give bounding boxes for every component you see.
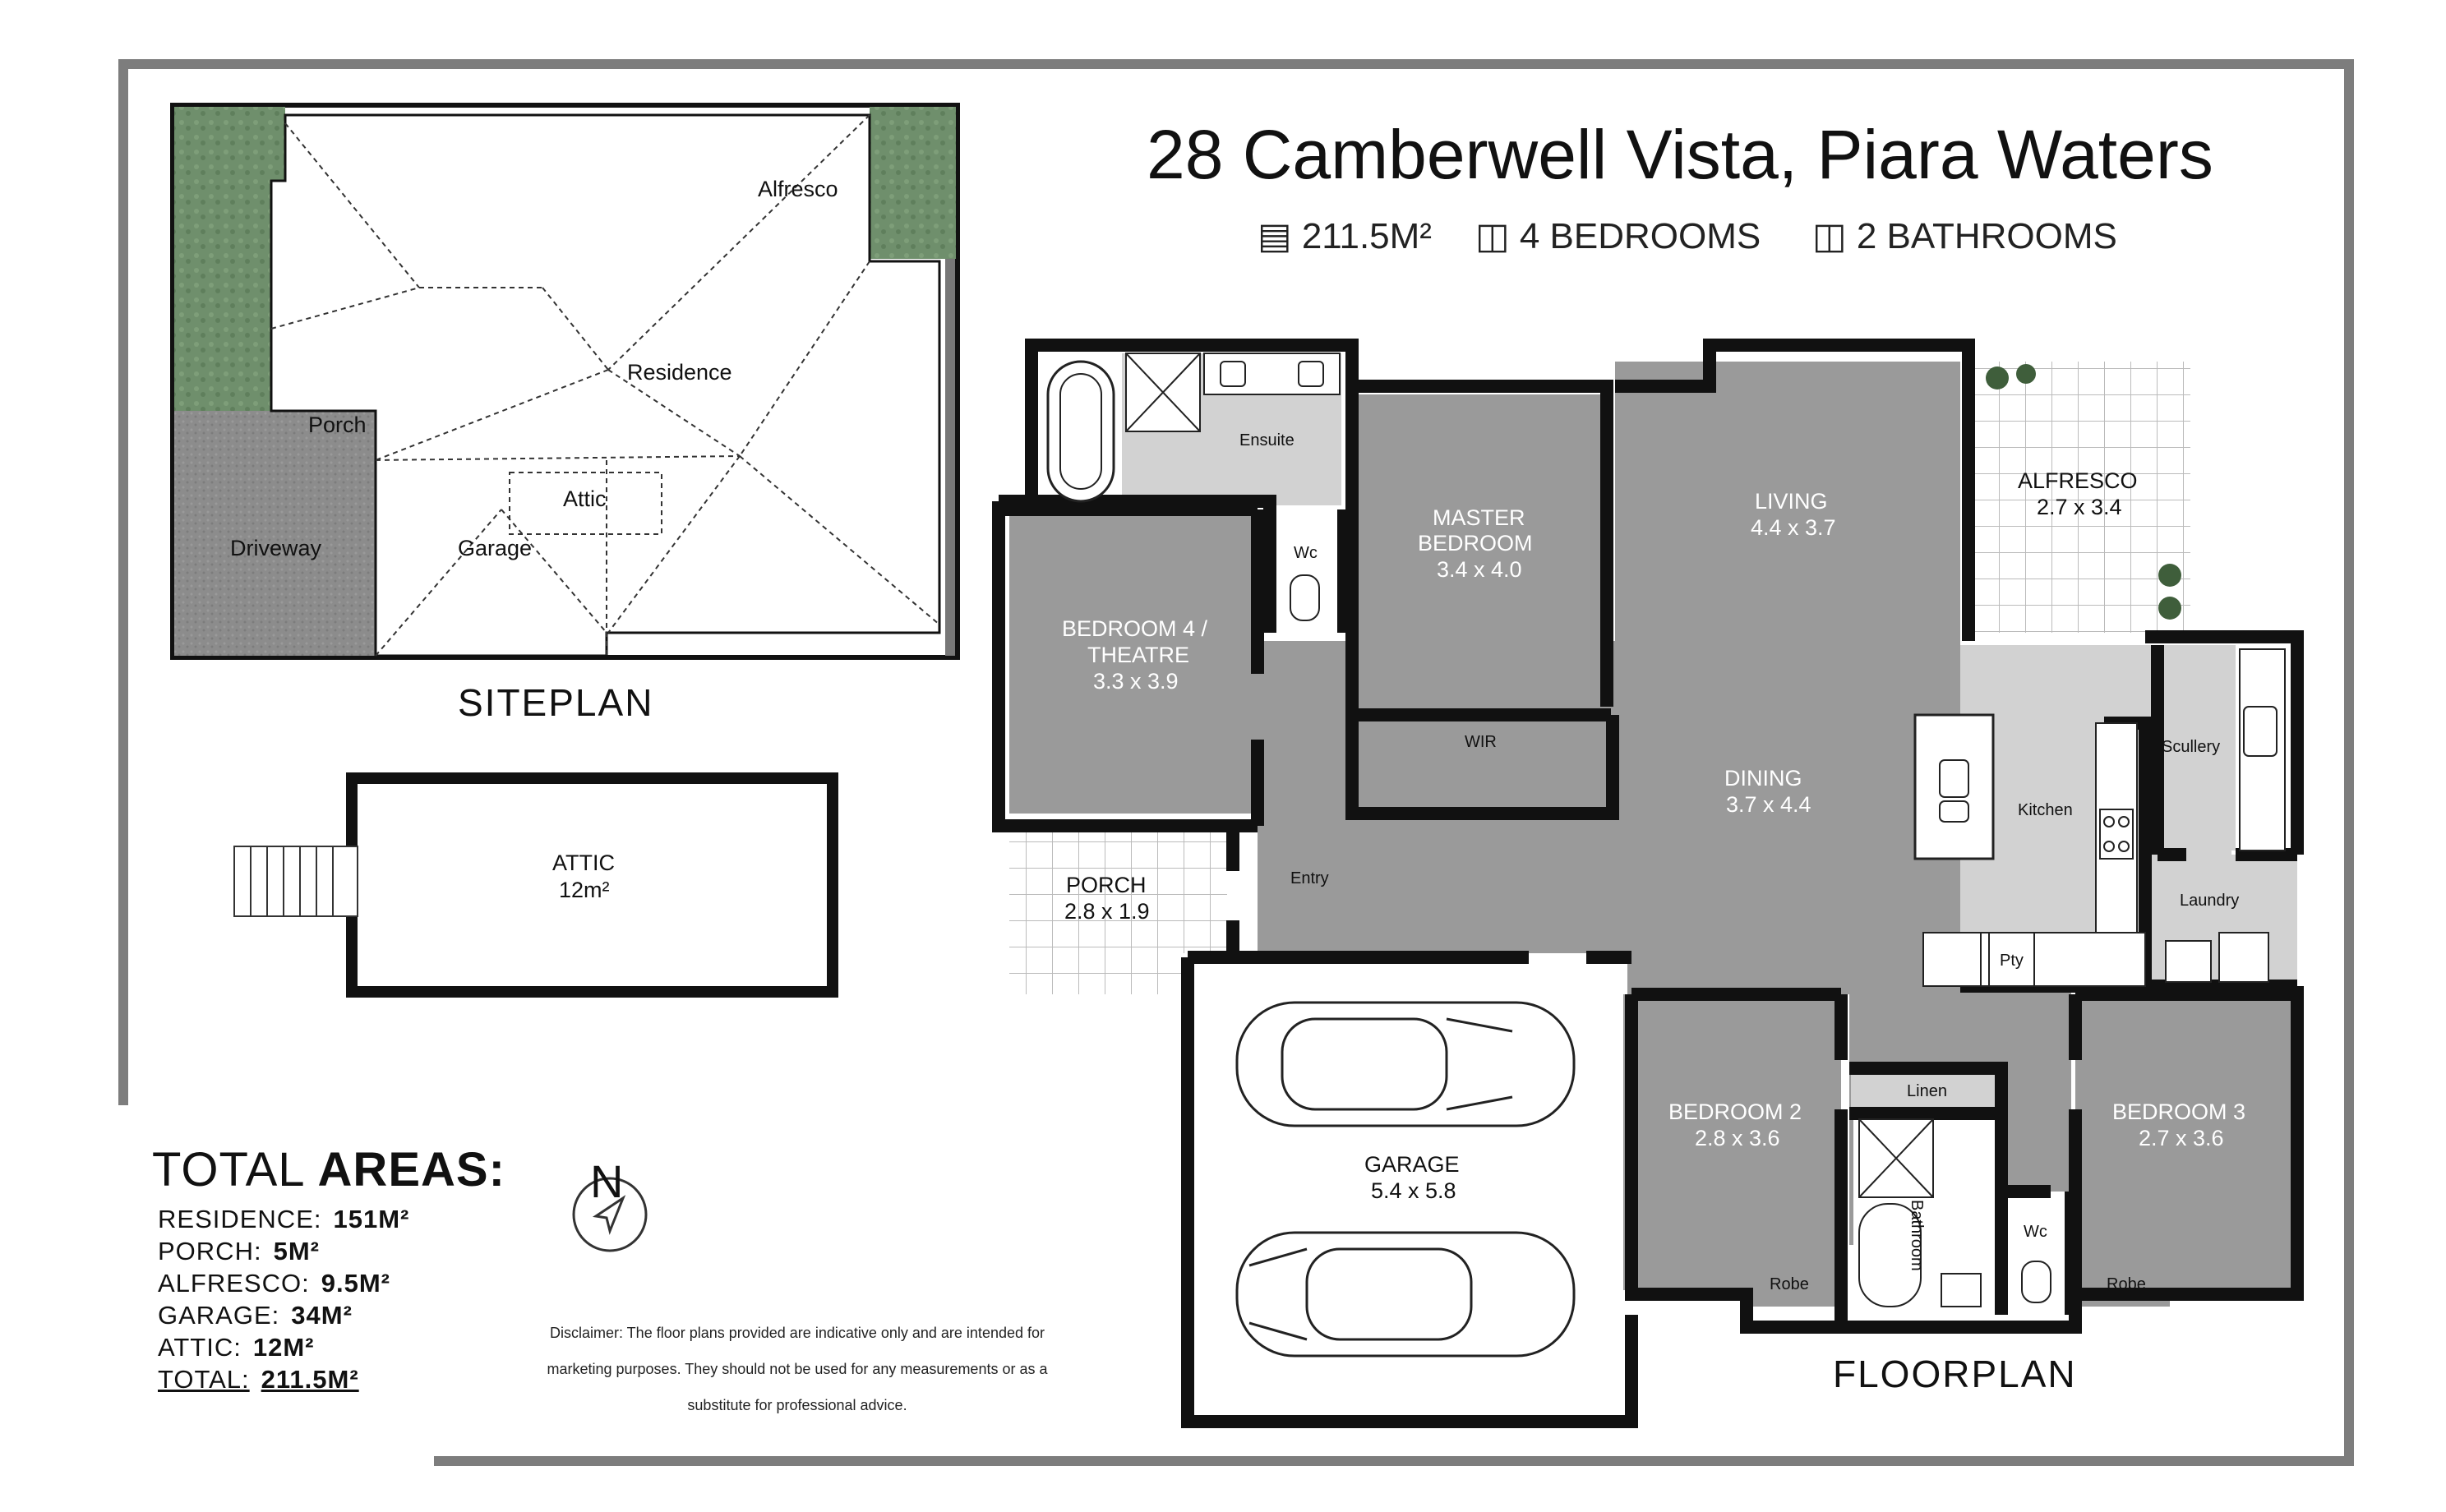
label-master-2: BEDROOM xyxy=(1418,531,1533,555)
room-living-dining xyxy=(1615,362,1960,994)
totals-row: GARAGE: 34M² xyxy=(158,1301,353,1330)
label-master-size: 3.4 x 4.0 xyxy=(1437,557,1522,582)
totals-row-value: 34M² xyxy=(291,1301,353,1330)
label-bed2-size: 2.8 x 3.6 xyxy=(1695,1126,1780,1150)
label-bed2: BEDROOM 2 xyxy=(1668,1099,1802,1124)
totals-row-value: 9.5M² xyxy=(321,1269,390,1298)
room-bed2 xyxy=(1623,994,1841,1290)
floorplan xyxy=(992,339,2304,1428)
label-bed4-size: 3.3 x 3.9 xyxy=(1093,669,1179,694)
totals-row-value: 211.5M² xyxy=(261,1365,359,1394)
label-master-1: MASTER xyxy=(1433,505,1525,530)
label-bed3-size: 2.7 x 3.6 xyxy=(2139,1126,2224,1150)
label-ensuite: Ensuite xyxy=(1239,431,1295,449)
totals-row-label: ALFRESCO: xyxy=(158,1269,310,1298)
label-scullery: Scullery xyxy=(2162,738,2221,756)
kitchen-island xyxy=(1913,713,1995,860)
page-title: 28 Camberwell Vista, Piara Waters xyxy=(1147,116,2213,193)
siteplan-residence: Residence xyxy=(627,360,732,385)
totals-row-total: TOTAL: 211.5M² xyxy=(158,1365,359,1394)
totals-row-label: PORCH: xyxy=(158,1237,262,1265)
label-laundry: Laundry xyxy=(2180,892,2240,910)
compass-icon xyxy=(572,1177,648,1252)
label-wc1: Wc xyxy=(1294,544,1318,562)
label-porch-size: 2.8 x 1.9 xyxy=(1064,899,1150,924)
siteplan-attic: Attic xyxy=(563,486,607,511)
label-garage: GARAGE xyxy=(1364,1152,1460,1177)
label-garage-size: 5.4 x 5.8 xyxy=(1371,1178,1456,1203)
totals-row-value: 12M² xyxy=(252,1333,315,1362)
label-wc2: Wc xyxy=(2024,1223,2047,1241)
totals-heading: TOTAL AREAS: xyxy=(152,1142,505,1197)
totals-row: RESIDENCE: 151M² xyxy=(158,1205,409,1234)
label-wir: WIR xyxy=(1465,733,1497,751)
totals-row-label: GARAGE: xyxy=(158,1301,280,1330)
siteplan-label: SITEPLAN xyxy=(458,681,654,724)
label-pty: Pty xyxy=(2000,952,2024,970)
label-bed4-2: THEATRE xyxy=(1087,643,1190,667)
siteplan-grass-right xyxy=(870,107,956,259)
label-robe1: Robe xyxy=(1770,1275,1809,1293)
label-bed3: BEDROOM 3 xyxy=(2112,1099,2246,1124)
label-robe2: Robe xyxy=(2107,1275,2146,1293)
label-entry: Entry xyxy=(1290,869,1329,887)
totals-row-value: 151M² xyxy=(333,1205,410,1233)
totals-row: ATTIC: 12M² xyxy=(158,1333,315,1362)
attic-name: ATTIC xyxy=(552,850,615,875)
car-top xyxy=(1235,1001,1576,1127)
label-living: LIVING xyxy=(1755,489,1828,514)
totals-heading-light: TOTAL xyxy=(152,1143,304,1196)
area-value: 211.5M² xyxy=(1301,216,1432,256)
totals-heading-bold: AREAS: xyxy=(317,1143,505,1196)
floorplan-label: FLOORPLAN xyxy=(1833,1353,2077,1395)
label-porch: PORCH xyxy=(1066,873,1147,897)
page-frame xyxy=(118,59,2354,1466)
bedroom-count: 4 BEDROOMS xyxy=(1519,216,1761,256)
totals-row-label: TOTAL: xyxy=(158,1365,250,1394)
siteplan-grass-left xyxy=(174,107,285,411)
room-scullery xyxy=(2153,645,2236,850)
siteplan-porch: Porch xyxy=(308,413,367,437)
room-entry xyxy=(1258,641,1619,961)
siteplan-driveway xyxy=(174,411,376,656)
label-bed4-1: BEDROOM 4 / xyxy=(1062,616,1208,641)
siteplan-alfresco: Alfresco xyxy=(758,177,838,201)
attic-size: 12m² xyxy=(559,878,610,902)
attic-plan xyxy=(233,772,838,998)
label-living-size: 4.4 x 3.7 xyxy=(1751,515,1836,540)
bath-icon: ◫ xyxy=(1812,216,1847,256)
bed-icon: ◫ xyxy=(1475,216,1510,256)
plant-decor xyxy=(1986,364,2181,620)
room-alfresco xyxy=(1968,362,2190,633)
bathroom-stat: ◫ 2 BATHROOMS xyxy=(1812,215,2117,257)
siteplan xyxy=(170,103,960,660)
label-kitchen: Kitchen xyxy=(2018,801,2073,819)
siteplan-driveway: Driveway xyxy=(230,536,322,560)
totals-row: ALFRESCO: 9.5M² xyxy=(158,1269,390,1298)
totals-row: PORCH: 5M² xyxy=(158,1237,320,1266)
room-bed3 xyxy=(2075,994,2297,1290)
label-alfresco: ALFRESCO xyxy=(2018,468,2138,493)
disclaimer-text: Disclaimer: The floor plans provided are… xyxy=(547,1325,1048,1413)
compass-letter: N xyxy=(590,1155,624,1207)
bedroom-stat: ◫ 4 BEDROOMS xyxy=(1475,215,1761,257)
totals-row-value: 5M² xyxy=(273,1237,320,1265)
room-wir xyxy=(1389,713,1578,779)
area-stat: ▤ 211.5M² xyxy=(1258,215,1432,257)
label-alfresco-size: 2.7 x 3.4 xyxy=(2037,495,2122,519)
siteplan-garage: Garage xyxy=(458,536,533,560)
room-bed4 xyxy=(1009,514,1260,814)
totals-row-label: RESIDENCE: xyxy=(158,1205,322,1233)
label-linen: Linen xyxy=(1907,1082,1947,1100)
label-bathroom: Bathroom xyxy=(1908,1200,1926,1271)
label-dining: DINING xyxy=(1724,766,1802,791)
car-bottom xyxy=(1235,1231,1576,1358)
totals-row-label: ATTIC: xyxy=(158,1333,242,1362)
area-icon: ▤ xyxy=(1258,216,1292,256)
room-robe1 xyxy=(1742,1257,1837,1307)
label-dining-size: 3.7 x 4.4 xyxy=(1726,792,1811,817)
bathroom-count: 2 BATHROOMS xyxy=(1856,216,2117,256)
